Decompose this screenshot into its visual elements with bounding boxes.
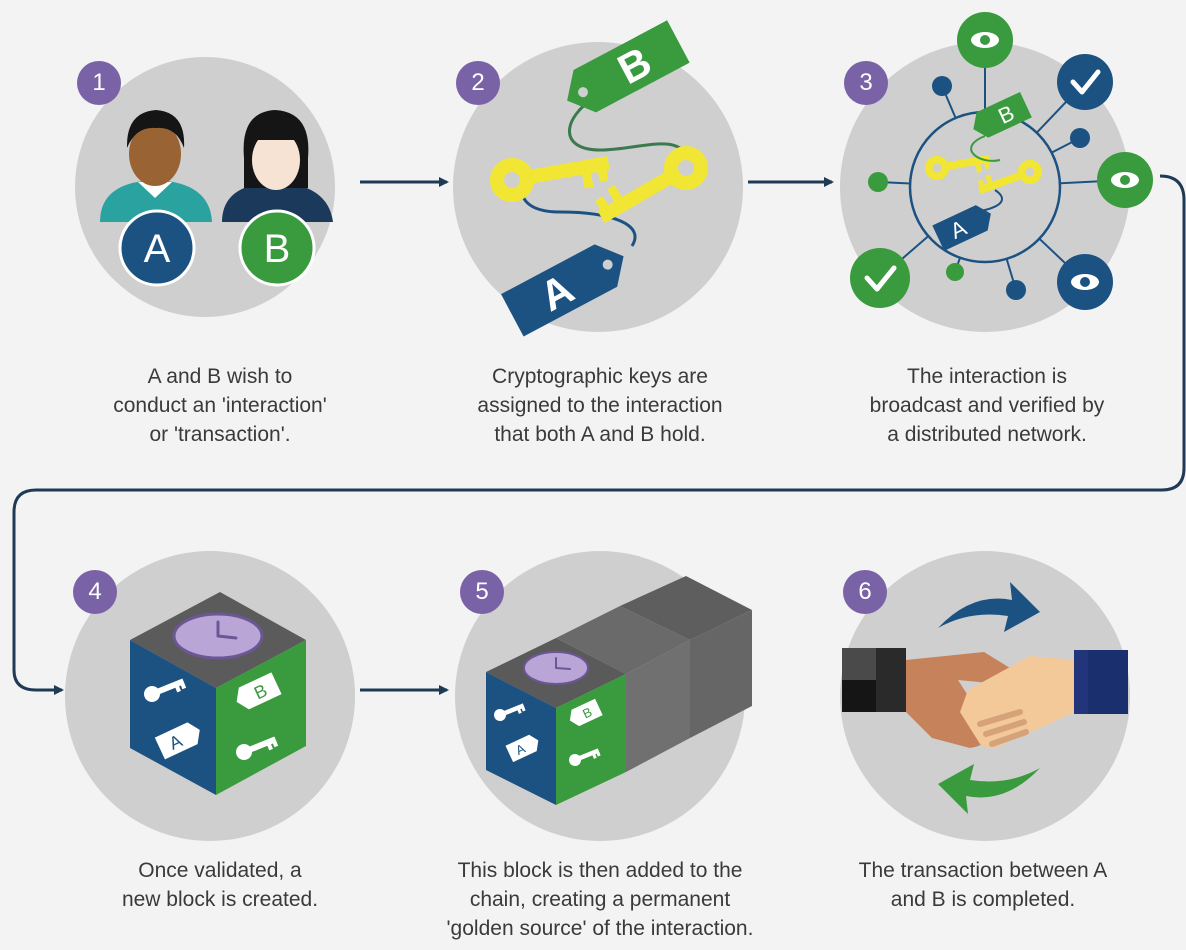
caption-line: A and B wish to <box>147 365 293 388</box>
caption-line: Cryptographic keys are <box>492 365 708 388</box>
eye-node-right-icon <box>1097 152 1153 208</box>
eye-node-top-icon <box>957 12 1013 68</box>
network-tag-b-icon: B <box>973 92 1032 138</box>
chain-tag-b-icon: B <box>569 698 603 727</box>
distributed-network-icon: B A <box>850 12 1153 310</box>
step-2-badge: 2 <box>456 61 500 105</box>
person-b-icon <box>222 110 333 222</box>
two-people-icon: A B <box>100 110 333 287</box>
caption-line: conduct an 'interaction' <box>113 394 327 417</box>
arrow-3-4 <box>12 174 1186 695</box>
block-chain-icon: A B <box>486 576 752 805</box>
chain-tag-a-icon: A <box>505 734 539 763</box>
step-5-caption: This block is then added to the chain, c… <box>412 856 788 943</box>
step-1-badge: 1 <box>77 61 121 105</box>
step-6-caption: The transaction between A and B is compl… <box>818 856 1148 914</box>
step-2-circle <box>453 42 743 332</box>
caption-line: and B is completed. <box>890 888 1076 911</box>
step-5-badge: 5 <box>460 570 504 614</box>
caption-line: assigned to the interaction <box>477 394 723 417</box>
caption-line: or 'transaction'. <box>149 423 291 446</box>
step-3-caption: The interaction is broadcast and verifie… <box>822 362 1152 449</box>
cube-tag-b-icon: B <box>236 672 282 710</box>
caption-line: Once validated, a <box>138 859 302 882</box>
step-3-badge: 3 <box>844 61 888 105</box>
step-1-caption: A and B wish to conduct an 'interaction'… <box>55 362 385 449</box>
block-cube-icon: A B <box>130 592 306 795</box>
chain-clock-icon <box>523 651 589 685</box>
caption-line: new block is created. <box>121 888 319 911</box>
exchange-arrow-top-icon <box>938 582 1040 632</box>
caption-line: The transaction between A <box>858 859 1108 882</box>
crypto-keys-icon: B A <box>486 20 717 337</box>
caption-line: 'golden source' of the interaction. <box>446 917 754 940</box>
step-6-badge: 6 <box>843 570 887 614</box>
network-tag-a-icon: A <box>932 205 991 251</box>
step-2-caption: Cryptographic keys are assigned to the i… <box>435 362 765 449</box>
clock-icon <box>172 612 264 660</box>
caption-line: broadcast and verified by <box>869 394 1105 417</box>
step-4-badge: 4 <box>73 570 117 614</box>
person-a-icon <box>100 110 212 222</box>
check-node-bottom-icon <box>850 248 910 308</box>
caption-line: that both A and B hold. <box>494 423 706 446</box>
handshake-icon <box>842 582 1128 814</box>
caption-line: a distributed network. <box>887 423 1087 446</box>
step-1-label-a: A <box>144 227 171 271</box>
exchange-arrow-bottom-icon <box>938 764 1040 814</box>
caption-line: The interaction is <box>907 365 1067 388</box>
process-connectors <box>12 174 1186 695</box>
cube-tag-a-icon: A <box>154 722 200 760</box>
check-node-top-icon <box>1057 54 1113 110</box>
caption-line: chain, creating a permanent <box>469 888 731 911</box>
step-1-label-b: B <box>264 227 291 271</box>
step-4-caption: Once validated, a new block is created. <box>55 856 385 914</box>
caption-line: This block is then added to the <box>457 859 743 882</box>
eye-node-bottom-icon <box>1057 254 1113 310</box>
